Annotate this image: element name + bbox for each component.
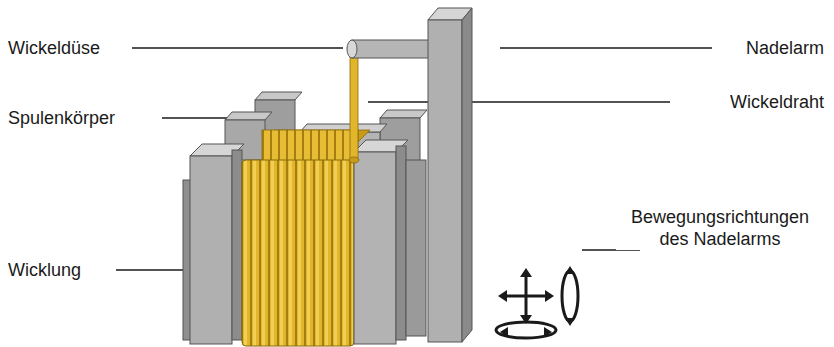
coil-former-label: Spulenkörper [6,107,117,129]
nozzle-label: Wickeldüse [6,37,102,59]
motion-arrowheads [498,266,575,337]
motion-label: Bewegungsrichtungen des Nadelarms [616,206,824,250]
winding-label: Wicklung [6,259,83,281]
motion-arrows [496,271,578,338]
needle-arm-label: Nadelarm [744,37,826,59]
coil-former-right-flange [354,140,426,344]
wire-label: Wickeldraht [728,91,826,113]
needle-arm [347,8,472,342]
winding-wire [349,56,359,163]
coil-former-left-flange [183,144,244,344]
winding-front [242,160,354,346]
